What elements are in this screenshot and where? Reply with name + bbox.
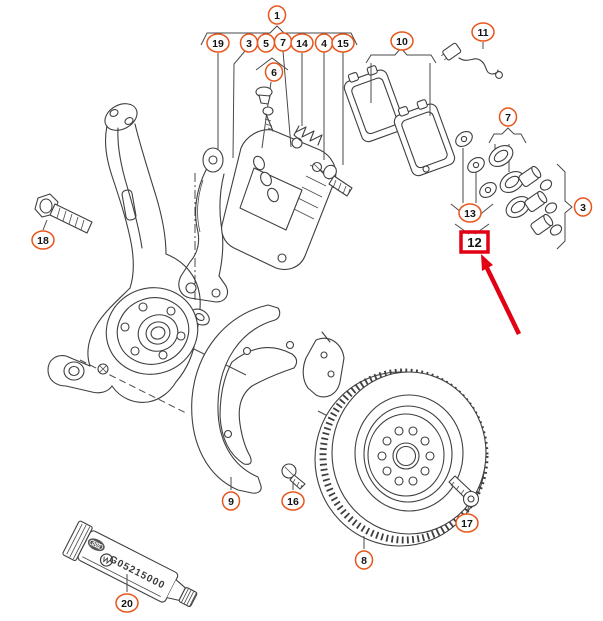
svg-text:17: 17 — [461, 518, 473, 530]
callout-4[interactable]: 4 — [314, 33, 334, 53]
svg-text:5: 5 — [263, 38, 269, 50]
brake-pads-art[interactable] — [340, 62, 456, 177]
callout-3-top[interactable]: 3 — [239, 33, 259, 53]
callout-14[interactable]: 14 — [290, 33, 314, 53]
callout-18[interactable]: 18 — [31, 230, 55, 250]
splash-shield-art[interactable] — [191, 304, 345, 494]
svg-text:11: 11 — [477, 27, 488, 39]
svg-text:12: 12 — [467, 235, 481, 250]
callout-7-right[interactable]: 7 — [498, 107, 518, 127]
svg-text:18: 18 — [37, 235, 49, 247]
bolt-18-art[interactable] — [34, 193, 93, 234]
svg-text:16: 16 — [287, 496, 299, 508]
callout-17[interactable]: 17 — [455, 513, 479, 533]
svg-text:6: 6 — [271, 67, 277, 79]
vw-logo-icon — [99, 553, 114, 567]
caliper-carrier-art[interactable] — [178, 147, 229, 303]
svg-text:3: 3 — [580, 202, 586, 214]
brake-caliper-art[interactable] — [221, 129, 337, 271]
steering-knuckle-art[interactable] — [47, 98, 212, 403]
highlight-arrow — [481, 254, 522, 335]
svg-text:1: 1 — [274, 10, 280, 22]
callout-7-top[interactable]: 7 — [273, 32, 293, 52]
svg-text:20: 20 — [121, 598, 133, 610]
callout-6[interactable]: 6 — [264, 62, 284, 82]
svg-text:9: 9 — [228, 496, 234, 508]
svg-text:8: 8 — [361, 555, 367, 567]
seal-kit-art[interactable] — [453, 129, 564, 238]
svg-text:4: 4 — [321, 38, 327, 50]
svg-text:7: 7 — [505, 112, 511, 124]
callout-15[interactable]: 15 — [331, 33, 355, 53]
clip-and-bolts-art[interactable] — [293, 125, 353, 197]
svg-text:10: 10 — [396, 36, 408, 48]
svg-text:15: 15 — [337, 38, 349, 50]
svg-text:7: 7 — [280, 37, 286, 49]
screw-16-art[interactable] — [281, 463, 306, 490]
bleeder-screw-art[interactable] — [255, 81, 274, 149]
callout-13[interactable]: 13 — [458, 203, 482, 223]
callout-19[interactable]: 19 — [206, 33, 230, 53]
callout-9[interactable]: 9 — [221, 491, 241, 511]
brake-disc-art[interactable] — [314, 368, 489, 547]
svg-text:3: 3 — [246, 38, 252, 50]
callout-8[interactable]: 8 — [354, 550, 374, 570]
svg-text:13: 13 — [464, 208, 476, 220]
bolt-17-art[interactable] — [448, 475, 480, 508]
leader-lines — [42, 25, 573, 592]
svg-text:19: 19 — [212, 38, 224, 50]
callout-20[interactable]: 20 — [115, 593, 139, 613]
callout-11[interactable]: 11 — [471, 22, 495, 42]
svg-text:14: 14 — [296, 38, 308, 50]
highlight-box-12[interactable]: 12 — [459, 230, 490, 254]
callout-5[interactable]: 5 — [256, 33, 276, 53]
callout-1[interactable]: 1 — [267, 5, 287, 25]
callout-16[interactable]: 16 — [281, 491, 305, 511]
callout-3-right[interactable]: 3 — [573, 197, 593, 217]
callout-10[interactable]: 10 — [390, 31, 414, 51]
wear-sensor-art[interactable] — [440, 42, 503, 79]
audi-logo-icon — [87, 538, 105, 552]
